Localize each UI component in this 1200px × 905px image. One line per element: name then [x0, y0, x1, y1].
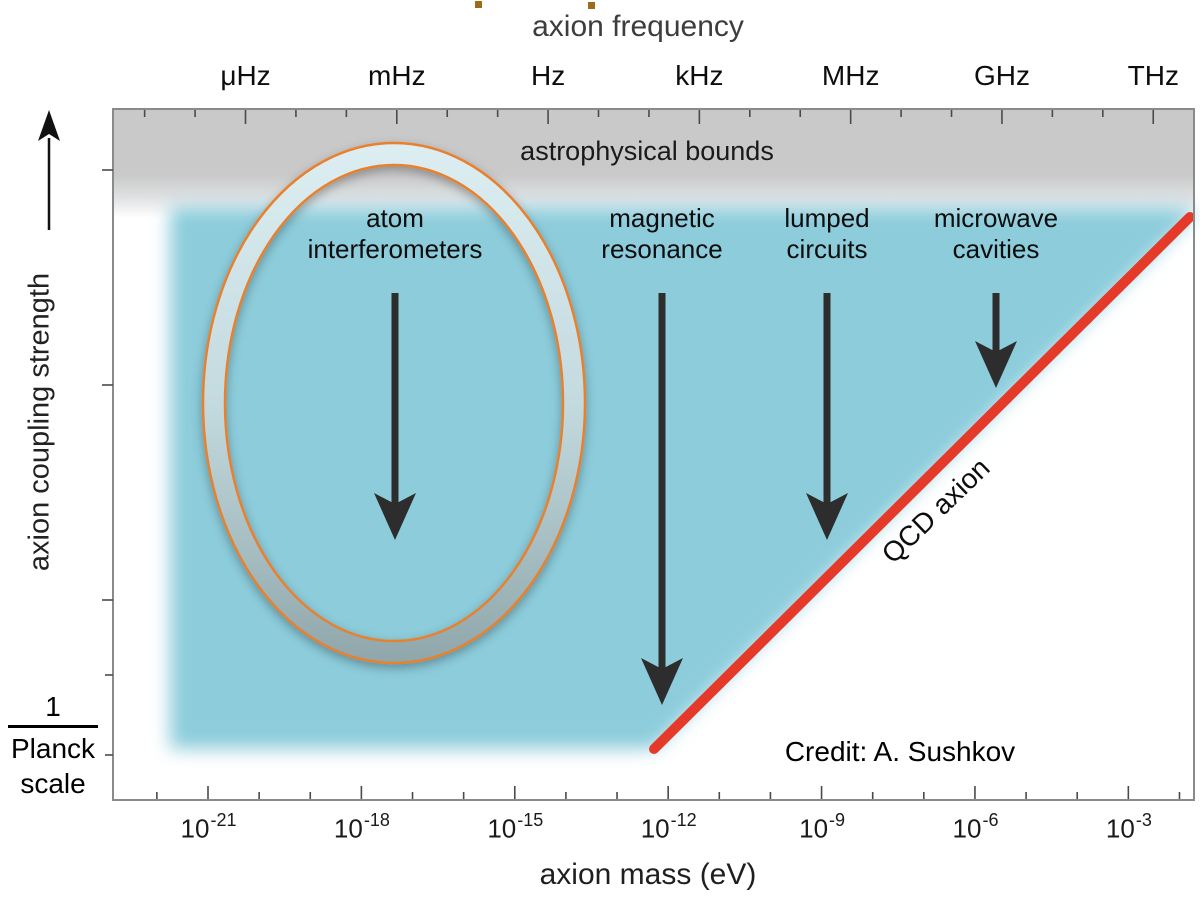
mass-tick-label: 10-21 [180, 810, 237, 844]
x-axis-title: axion mass (eV) [539, 858, 757, 891]
plot-box-border [112, 108, 1195, 801]
astro-band-label: astrophysical bounds [520, 136, 774, 166]
planck-fraction-numerator: 1 [45, 691, 61, 722]
qcd-axion-line [649, 212, 1195, 754]
freq-tick-label: μHz [220, 60, 271, 91]
freq-tick-label: THz [1127, 60, 1179, 91]
atom-interferometers-ellipse [201, 141, 587, 665]
mass-tick-label: 10-3 [1105, 810, 1152, 844]
mass-tick-label: 10-15 [487, 810, 544, 844]
credit-label: Credit: A. Sushkov [784, 736, 1016, 767]
freq-tick-label: mHz [368, 60, 426, 91]
freq-tick-label: GHz [974, 60, 1030, 91]
top-axis-title: axion frequency [532, 10, 744, 43]
freq-tick-label: kHz [675, 60, 724, 91]
mass-tick-label: 10-12 [640, 810, 697, 844]
technique-arrowhead-icon [806, 493, 848, 540]
technique-arrowhead-icon [975, 341, 1017, 388]
planck-label-line2: scale [20, 768, 86, 799]
mass-tick-label: 10-9 [799, 810, 846, 844]
y-axis-arrowhead-icon [38, 110, 60, 141]
mass-tick-label: 10-6 [952, 810, 999, 844]
freq-tick-label: MHz [821, 60, 880, 91]
technique-arrowhead-icon [641, 658, 683, 705]
dot-artifact-icon [588, 2, 595, 9]
technique-arrowhead-icon [374, 493, 416, 540]
freq-tick-label: Hz [530, 60, 566, 91]
dot-artifact-icon [475, 1, 482, 8]
y-axis-title: axion coupling strength [23, 272, 56, 572]
planck-label-line1: Planck [10, 733, 96, 764]
mass-tick-label: 10-18 [333, 810, 390, 844]
planck-fraction-bar [8, 725, 98, 728]
open-parameter-space-region [170, 207, 1191, 749]
